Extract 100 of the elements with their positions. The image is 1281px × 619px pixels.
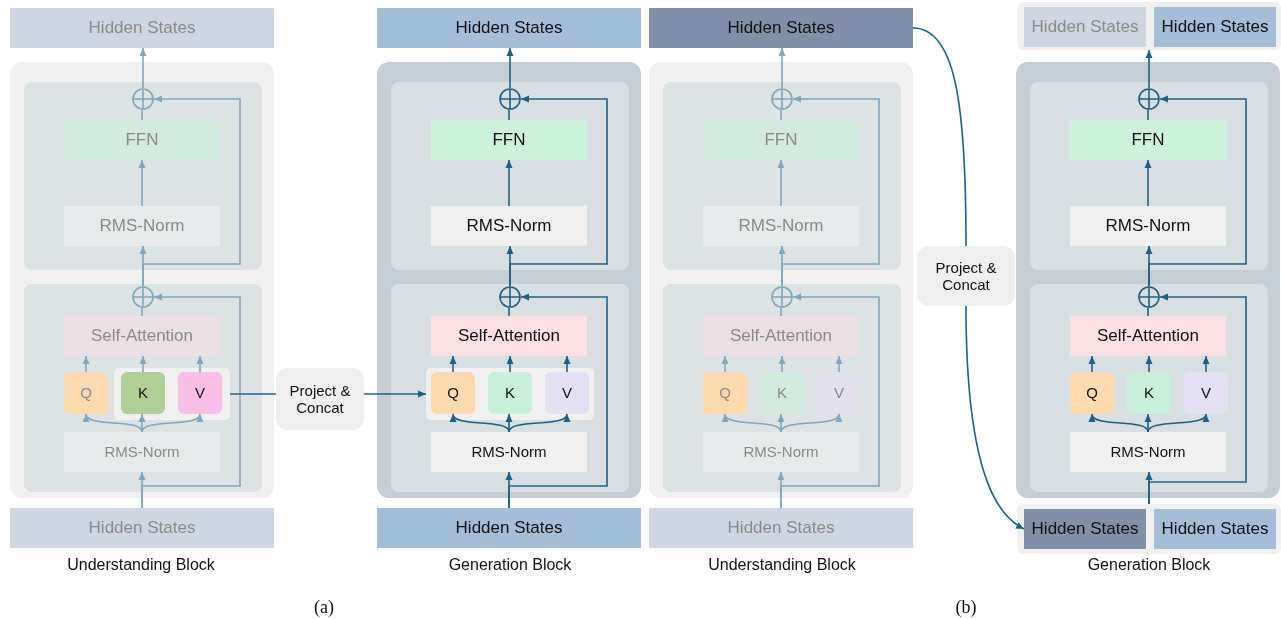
arrow xyxy=(724,413,782,433)
layer-panel xyxy=(663,284,901,492)
figure-caption: (b) xyxy=(955,597,977,618)
vector-box: Q xyxy=(431,372,475,414)
layer-box: RMS-Norm xyxy=(1070,206,1226,246)
layer-panel xyxy=(1030,82,1268,270)
arrow xyxy=(781,95,880,287)
layer-box: Self-Attention xyxy=(1070,316,1226,356)
connector-line xyxy=(508,307,510,317)
block-panel xyxy=(10,62,274,498)
layer-panel xyxy=(1030,284,1268,492)
group-panel xyxy=(114,368,230,420)
arrow xyxy=(780,413,840,433)
layer-box: RMS-Norm xyxy=(431,206,587,246)
state-box: Hidden States xyxy=(377,8,641,48)
state-box: Hidden States xyxy=(1024,509,1146,549)
group-panel xyxy=(1017,2,1281,50)
layer-panel xyxy=(391,284,629,492)
layer-box: Self-Attention xyxy=(431,316,587,356)
layer-box: Self-Attention xyxy=(703,316,859,356)
arrow xyxy=(141,293,241,509)
arrow xyxy=(139,355,147,373)
vector-box: K xyxy=(121,372,165,414)
arrow xyxy=(1148,95,1247,287)
vector-box: V xyxy=(545,372,589,414)
block-panel xyxy=(377,62,641,498)
connector-line xyxy=(141,307,143,317)
arrow xyxy=(780,293,880,509)
figure-caption: (a) xyxy=(314,597,334,618)
block-caption: Generation Block xyxy=(1087,556,1211,574)
add-symbol xyxy=(771,88,793,110)
group-panel xyxy=(426,368,594,420)
layer-box: RMS-Norm xyxy=(703,206,859,246)
arrow xyxy=(1148,293,1247,505)
arrow xyxy=(505,413,513,433)
layer-box: FFN xyxy=(64,120,220,160)
connector-line xyxy=(141,109,143,121)
vector-box: K xyxy=(488,372,532,414)
arrow xyxy=(506,47,514,89)
vector-box: V xyxy=(1184,372,1228,414)
layer-box: RMS-Norm xyxy=(64,206,220,246)
arrow xyxy=(139,47,147,89)
layer-box: Self-Attention xyxy=(64,316,220,356)
block-caption: Generation Block xyxy=(448,556,572,574)
layer-panel xyxy=(663,82,901,270)
connector-line xyxy=(780,109,782,121)
layer-box: RMS-Norm xyxy=(64,432,220,472)
arrow xyxy=(506,355,514,373)
vector-box: V xyxy=(178,372,222,414)
arrow xyxy=(505,159,513,207)
vector-box: Q xyxy=(703,372,747,414)
arrow xyxy=(721,355,729,373)
add-symbol xyxy=(499,286,521,308)
arrow xyxy=(82,355,90,373)
state-box: Hidden States xyxy=(649,508,913,548)
state-box: Hidden States xyxy=(1024,7,1146,47)
layer-panel xyxy=(391,82,629,270)
layer-box: RMS-Norm xyxy=(431,432,587,472)
layer-box: FFN xyxy=(431,120,587,160)
arrow xyxy=(1145,49,1153,89)
arrow xyxy=(1202,355,1210,373)
process-box: Project & Concat xyxy=(276,368,364,430)
arrow xyxy=(138,159,146,207)
layer-box: FFN xyxy=(703,120,859,160)
layer-panel xyxy=(24,82,262,270)
arrow xyxy=(1145,355,1153,373)
connector-line xyxy=(1147,109,1149,121)
arrow xyxy=(563,355,571,373)
arrow xyxy=(508,293,608,509)
arrow xyxy=(1144,159,1152,207)
arrow xyxy=(452,413,510,433)
layer-box: FFN xyxy=(1070,120,1226,160)
arrow xyxy=(1147,413,1207,433)
vector-box: K xyxy=(760,372,804,414)
arrow xyxy=(85,413,143,433)
arrow xyxy=(509,95,608,287)
arrow xyxy=(1088,355,1096,373)
vector-box: K xyxy=(1127,372,1171,414)
add-symbol xyxy=(1138,88,1160,110)
layer-panel xyxy=(24,284,262,492)
arrow xyxy=(778,47,786,89)
arrow xyxy=(196,355,204,373)
state-box: Hidden States xyxy=(1154,7,1276,47)
block-panel xyxy=(1016,62,1280,498)
group-panel xyxy=(1017,504,1281,554)
process-box: Project & Concat xyxy=(917,246,1015,306)
arrow xyxy=(141,413,201,433)
arrow xyxy=(835,355,843,373)
connector-line xyxy=(912,27,967,247)
add-symbol xyxy=(132,88,154,110)
add-symbol xyxy=(771,286,793,308)
arrow xyxy=(142,95,241,287)
vector-box: Q xyxy=(1070,372,1114,414)
arrow xyxy=(777,159,785,207)
connector-line xyxy=(780,307,782,317)
state-box: Hidden States xyxy=(1154,509,1276,549)
layer-box: RMS-Norm xyxy=(1070,432,1226,472)
connector-line xyxy=(229,393,277,395)
block-panel xyxy=(649,62,913,498)
arrow xyxy=(1091,413,1149,433)
